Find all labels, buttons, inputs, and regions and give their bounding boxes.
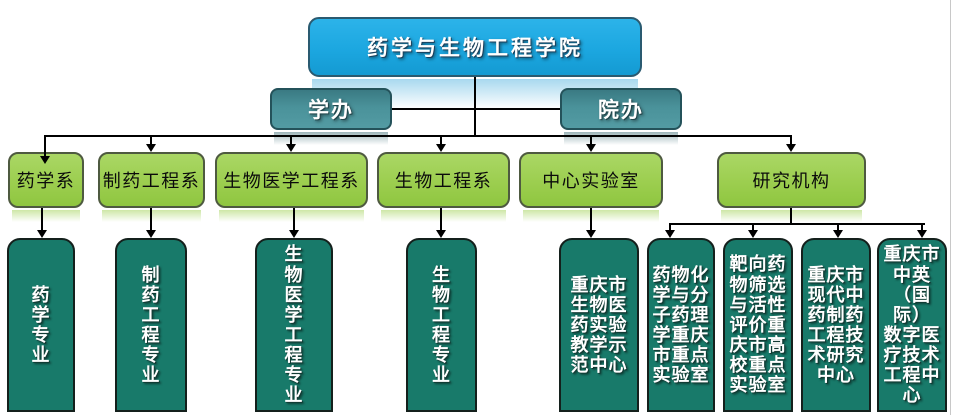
node-research-orgs-label: 研究机构 bbox=[752, 171, 831, 191]
connector-arrow-research-center-2 bbox=[917, 230, 927, 238]
connector-arrow-demo-center bbox=[586, 230, 596, 238]
connector-arrow-research-center-1 bbox=[833, 230, 843, 238]
node-unit-bio-eng-major-label: 生 物 工 程 专 业 bbox=[432, 264, 451, 386]
node-dept-biomed-eng-label: 生物医学工程系 bbox=[223, 171, 360, 191]
node-dept-biomed-eng: 生物医学工程系 bbox=[215, 152, 368, 208]
node-unit-tcm-center: 重庆市 现代中 药制药 工程技 术研究 中心 bbox=[801, 238, 871, 412]
node-unit-bio-eng-major: 生 物 工 程 专 业 bbox=[406, 238, 477, 412]
connector-arrow-pharmacy bbox=[40, 156, 50, 164]
node-unit-demo-center: 重庆市 生物医 药实验 教学示 范中心 bbox=[559, 238, 639, 412]
connector-arrow-pharmacy-major bbox=[37, 230, 47, 238]
connector-arrow-bio-eng bbox=[436, 144, 446, 152]
node-unit-biomed-eng-major: 生 物 医 学 工 程 专 业 bbox=[255, 238, 333, 412]
slide-edge-line bbox=[950, 0, 951, 415]
connector-line-research-stem bbox=[790, 208, 792, 225]
connector-line-drop-pharma-eng bbox=[150, 135, 152, 146]
node-dept-pharmacy: 药学系 bbox=[8, 152, 84, 208]
connector-line-biomed-eng-major bbox=[293, 208, 295, 232]
connector-line-drop-bio-eng bbox=[440, 135, 442, 146]
connector-line-key-lab-2 bbox=[752, 224, 754, 232]
node-unit-digital-medical-center: 重庆市 中英 （国际） 数字医 疗技术 工程中 心 bbox=[877, 238, 947, 412]
reflection bbox=[564, 132, 678, 145]
node-dept-bio-eng: 生物工程系 bbox=[377, 152, 510, 208]
node-dept-pharma-eng: 制药工程系 bbox=[98, 152, 205, 208]
node-unit-digital-medical-center-label: 重庆市 中英 （国际） 数字医 疗技术 工程中 心 bbox=[883, 244, 941, 406]
connector-line-demo-center bbox=[590, 208, 592, 232]
node-unit-key-lab-screening: 靶向药 物筛选 与活性 评价重 庆市高 校重点 实验室 bbox=[723, 238, 793, 412]
node-unit-pharmacy-major: 药 学 专 业 bbox=[7, 238, 75, 412]
node-dept-pharma-eng-label: 制药工程系 bbox=[102, 171, 201, 191]
node-central-lab-label: 中心实验室 bbox=[542, 171, 640, 191]
connector-line-drop-central-lab bbox=[590, 135, 592, 146]
connector-line-drop-pharmacy bbox=[44, 135, 46, 158]
node-college: 药学与生物工程学院 bbox=[308, 17, 642, 77]
reflection bbox=[219, 210, 364, 222]
reflection bbox=[12, 210, 80, 222]
connector-line-research-center-2 bbox=[921, 224, 923, 232]
node-research-orgs: 研究机构 bbox=[717, 152, 866, 208]
connector-arrow-biomed-eng bbox=[286, 144, 296, 152]
connector-arrow-key-lab-1 bbox=[665, 230, 675, 238]
node-dept-pharmacy-label: 药学系 bbox=[16, 171, 76, 191]
connector-line-bio-eng-major bbox=[440, 208, 442, 232]
connector-line-drop-research bbox=[790, 135, 792, 146]
connector-line-pharmacy-major bbox=[41, 208, 43, 232]
connector-arrow-pharma-eng bbox=[146, 144, 156, 152]
connector-arrow-biomed-eng-major bbox=[289, 230, 299, 238]
connector-line-departments-rail bbox=[44, 135, 792, 137]
node-unit-key-lab-pharmacology: 药物化 学与分 子药理 学重庆 市重点 实验室 bbox=[647, 238, 715, 412]
connector-line-offices bbox=[392, 108, 560, 110]
node-unit-biomed-eng-major-label: 生 物 医 学 工 程 专 业 bbox=[284, 244, 304, 406]
connector-arrow-research bbox=[786, 144, 796, 152]
connector-line-key-lab-1 bbox=[669, 224, 671, 232]
connector-line-pharma-eng-major bbox=[150, 208, 152, 232]
node-dept-bio-eng-label: 生物工程系 bbox=[394, 171, 493, 191]
node-student-office-label: 学办 bbox=[308, 98, 354, 122]
connector-line-research-rail bbox=[669, 223, 925, 225]
node-unit-key-lab-pharmacology-label: 药物化 学与分 子药理 学重庆 市重点 实验室 bbox=[652, 264, 710, 386]
node-student-office: 学办 bbox=[270, 88, 392, 130]
connector-line-drop-biomed-eng bbox=[290, 135, 292, 146]
node-unit-tcm-center-label: 重庆市 现代中 药制药 工程技 术研究 中心 bbox=[807, 264, 865, 386]
node-unit-pharmacy-major-label: 药 学 专 业 bbox=[31, 284, 51, 366]
connector-arrow-pharma-eng-major bbox=[146, 230, 156, 238]
node-unit-key-lab-screening-label: 靶向药 物筛选 与活性 评价重 庆市高 校重点 实验室 bbox=[729, 254, 787, 396]
connector-arrow-key-lab-2 bbox=[748, 230, 758, 238]
node-college-label: 药学与生物工程学院 bbox=[367, 36, 583, 60]
node-unit-pharma-eng-major-label: 制 药 工 程 专 业 bbox=[141, 264, 161, 386]
node-college-office: 院办 bbox=[560, 88, 682, 130]
node-unit-pharma-eng-major: 制 药 工 程 专 业 bbox=[115, 238, 187, 412]
node-unit-demo-center-label: 重庆市 生物医 药实验 教学示 范中心 bbox=[570, 274, 628, 376]
connector-line-research-center-1 bbox=[837, 224, 839, 232]
connector-arrow-bio-eng-major bbox=[436, 230, 446, 238]
connector-line-root-stem bbox=[474, 77, 476, 137]
node-college-office-label: 院办 bbox=[598, 98, 644, 122]
node-central-lab: 中心实验室 bbox=[519, 152, 663, 208]
reflection bbox=[381, 210, 506, 222]
connector-arrow-central-lab bbox=[586, 144, 596, 152]
